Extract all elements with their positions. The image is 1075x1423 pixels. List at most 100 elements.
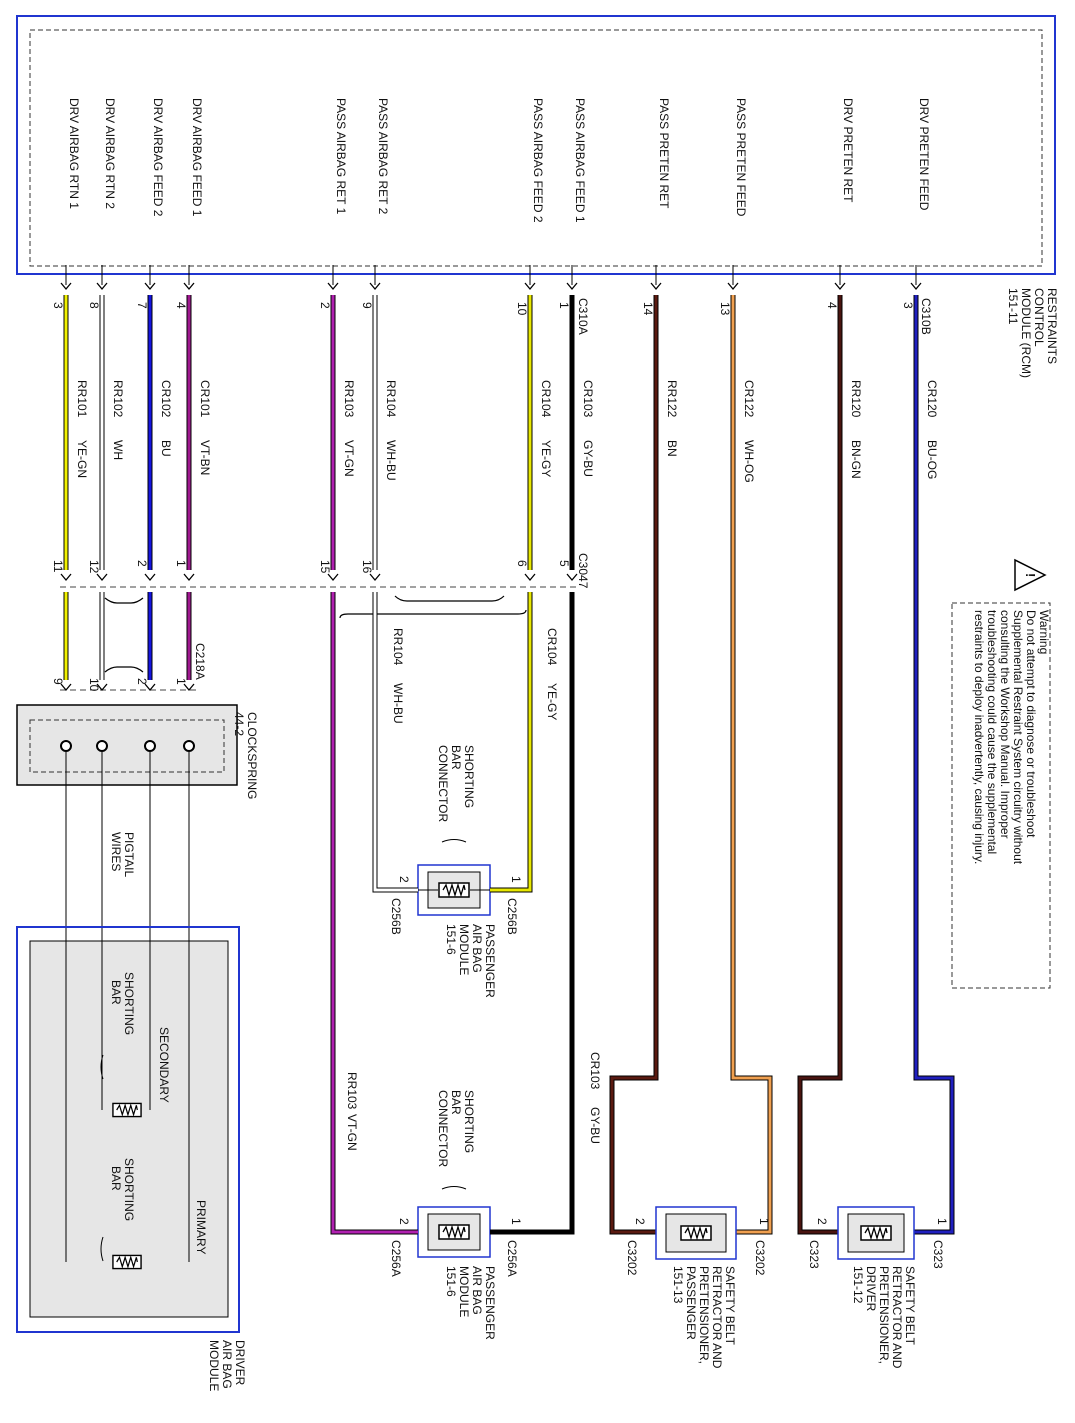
pass-pret-conn-1: C3202 (753, 1240, 767, 1276)
pass-pret-pin-2: 2 (633, 1218, 647, 1225)
pass-b-name: PASSENGER AIR BAG MODULE 151-6 (444, 924, 497, 998)
func-label-pass-airbag-feed-2: PASS AIRBAG FEED 2 (531, 98, 545, 223)
circuit-pass-airbag-feed-1: CR103 (581, 380, 595, 418)
rcm-name-line-3: MODULE (RCM) (1019, 288, 1033, 378)
pass-pret-name-1: SAFETY BELT (723, 1266, 737, 1346)
func-label-pass-airbag-ret-1: PASS AIRBAG RET 1 (334, 98, 348, 215)
pass-b-conn-1: C256B (505, 898, 519, 935)
color-code-pass-preten-ret: BN (665, 440, 679, 457)
pass-a-pin-1: 1 (509, 1218, 523, 1225)
func-label-drv-airbag-feed-2: DRV AIRBAG FEED 2 (151, 98, 165, 217)
func-label-pass-airbag-ret-2: PASS AIRBAG RET 2 (376, 98, 390, 215)
warning-box: ! (951, 558, 1051, 989)
secondary-label: SECONDARY (157, 1027, 171, 1103)
rr103-cont-circuit: RR103 (345, 1072, 359, 1110)
c218a-pin-drv-airbag-feed-2: 2 (135, 678, 149, 685)
rcm-name-line-4: 151-11 (1006, 288, 1020, 325)
pass-pret-conn-2: C3202 (625, 1240, 639, 1276)
pass-b-name-2: AIR BAG (470, 924, 484, 973)
shorting-bar-primary: SHORTING BAR (109, 1158, 136, 1221)
warning-line-4: troubleshooting could cause the suppleme… (985, 610, 999, 854)
circuit-pass-preten-ret: RR122 (665, 380, 679, 418)
func-label-drv-airbag-rtn-2: DRV AIRBAG RTN 2 (103, 98, 117, 209)
driver-module-line-2: AIR BAG (220, 1340, 234, 1389)
c218a-pin-drv-airbag-rtn-2: 10 (87, 678, 101, 692)
warning-line-2: Supplemental Restraint System circuitry … (1011, 610, 1025, 865)
circuit-drv-airbag-feed-1: CR101 (198, 380, 212, 418)
pass-pret-name-3: PRETENSIONER, (697, 1266, 711, 1364)
func-label-drv-airbag-rtn-1: DRV AIRBAG RTN 1 (67, 98, 81, 209)
color-code-pass-preten-feed: WH-OG (742, 440, 756, 483)
warning-line-1: Do not attempt to diagnose or troublesho… (1024, 610, 1038, 838)
circuit-drv-preten-ret: RR120 (849, 380, 863, 418)
circuit-pass-airbag-ret-2: RR104 (384, 380, 398, 418)
circuit-pass-airbag-feed-2: CR104 (539, 380, 553, 418)
cr104-cont-circuit: CR104 (545, 628, 559, 666)
connector-c3047: C3047 (576, 553, 590, 589)
mid-pin-pass-airbag-ret-1: 15 (318, 560, 332, 574)
rcm-module-outline (16, 15, 1056, 275)
pass-pret-name-4: PASSENGER (684, 1266, 698, 1340)
pass-a-shorting-bar-connector: SHORTING BAR CONNECTOR (436, 1090, 476, 1167)
clockspring-name: CLOCKSPRING (245, 712, 259, 799)
pass-pret-pin-1: 1 (757, 1218, 771, 1225)
mid-pin-drv-airbag-rtn-2: 12 (87, 560, 101, 574)
pass-b-name-1: PASSENGER (483, 924, 497, 998)
color-code-pass-airbag-ret-2: WH-BU (384, 440, 398, 481)
pass-b-sbc-3: CONNECTOR (436, 745, 450, 822)
wire-drv-preten-ret (797, 295, 843, 1235)
pass-b-pin-1: 1 (509, 876, 523, 883)
warning-line-3: consulting the Workshop Manual. Improper (998, 610, 1012, 839)
shorting-bar-1-line-1: SHORTING (122, 972, 136, 1035)
circuit-drv-airbag-rtn-2: RR102 (111, 380, 125, 418)
pin-pass-airbag-feed-2: 10 (515, 302, 529, 316)
pin-drv-airbag-rtn-1: 3 (51, 302, 65, 309)
warning-title: Warning (1037, 610, 1051, 654)
c218a-pin-drv-airbag-feed-1: 1 (174, 678, 188, 685)
shorting-bar-2-line-1: SHORTING (122, 1158, 136, 1221)
rr104-cont-color: WH-BU (391, 683, 405, 724)
clockspring-label: CLOCKSPRING 44-2 (232, 712, 259, 799)
pass-a-name-1: PASSENGER (483, 1266, 497, 1340)
mid-pin-pass-airbag-feed-1: 5 (557, 560, 571, 567)
wire-cont-pass-airbag-feed-2 (490, 592, 533, 893)
clockspring (16, 704, 238, 786)
drv-pret-name-2: RETRACTOR AND (890, 1266, 904, 1369)
pass-a-pin-2: 2 (397, 1218, 411, 1225)
pass-a-sbc-2: BAR (449, 1090, 463, 1115)
drv-pret-name-1: SAFETY BELT (903, 1266, 917, 1346)
color-code-pass-airbag-ret-1: VT-GN (342, 440, 356, 477)
circuit-pass-preten-feed: CR122 (742, 380, 756, 418)
drv-pret-name-3: PRETENSIONER, (877, 1266, 891, 1364)
circuit-drv-airbag-feed-2: CR102 (159, 380, 173, 418)
passenger-airbag-module-a (417, 1206, 491, 1258)
rr104-continuation-label: RR104 WH-BU (391, 628, 405, 724)
pass-a-sbc-1: SHORTING (462, 1090, 476, 1153)
rr103-cont-color: VT-GN (345, 1114, 359, 1151)
connector-c218a: C218A (193, 643, 207, 680)
pass-b-pin-2: 2 (397, 876, 411, 883)
func-label-pass-airbag-feed-1: PASS AIRBAG FEED 1 (573, 98, 587, 223)
driver-airbag-module (16, 926, 240, 1333)
func-label-drv-preten-ret: DRV PRETEN RET (841, 98, 855, 203)
cr103-cont-circuit: CR103 (588, 1052, 602, 1090)
pass-a-conn-1: C256A (505, 1240, 519, 1277)
clockspring-ref: 44-2 (232, 712, 246, 736)
wire-drv-preten-feed (913, 295, 955, 1235)
pass-a-name-4: 151-6 (444, 1266, 458, 1297)
color-code-drv-airbag-feed-2: BU (159, 440, 173, 457)
pin-pass-airbag-feed-1: 1 (557, 302, 571, 309)
wire-pass-preten-feed (730, 295, 773, 1235)
svg-text:!: ! (1023, 573, 1038, 577)
wire-cont-pass-airbag-ret-1 (330, 592, 418, 1235)
pigtail-line-1: PIGTAIL (122, 832, 136, 877)
wire-cont-pass-airbag-feed-1 (490, 592, 575, 1235)
shorting-bar-2-line-2: BAR (109, 1166, 123, 1191)
primary-label: PRIMARY (194, 1200, 208, 1254)
pin-pass-preten-feed: 13 (718, 302, 732, 316)
pin-pass-airbag-ret-1: 2 (318, 302, 332, 309)
color-code-drv-preten-feed: BU-OG (925, 440, 939, 479)
drv-pret-conn-1: C323 (931, 1240, 945, 1269)
func-label-pass-preten-feed: PASS PRETEN FEED (734, 98, 748, 217)
